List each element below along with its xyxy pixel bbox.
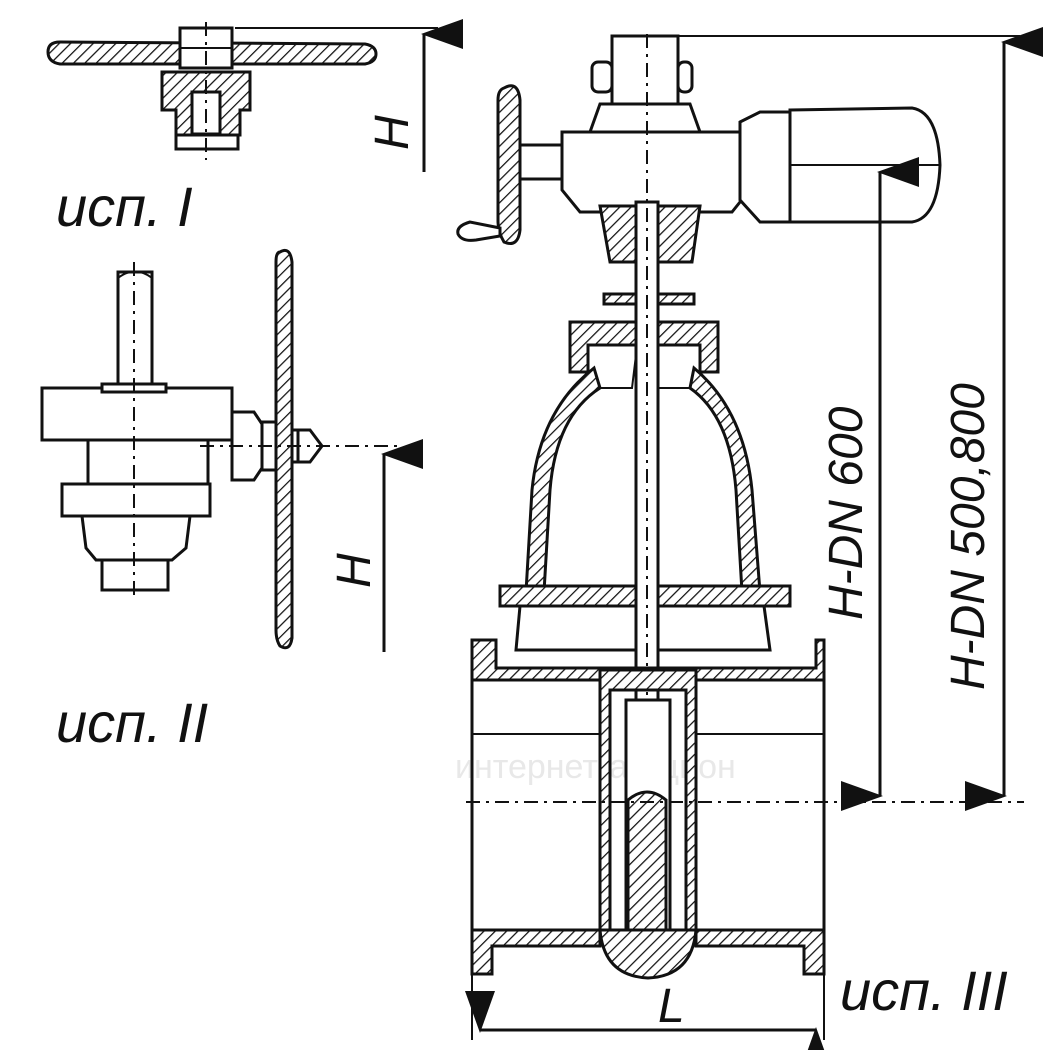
variant-3-label: исп. III [840, 959, 1008, 1022]
dim-h-dn600-label: H-DN 600 [820, 406, 873, 620]
dim-h-2-label: H [328, 553, 381, 588]
variant-1-drawing [46, 19, 463, 172]
variant-2-drawing [40, 248, 423, 652]
dim-h-dn500-800-label: H-DN 500,800 [942, 383, 995, 690]
dim-l-label: L [658, 980, 685, 1033]
dim-h-1-label: H [366, 115, 419, 150]
variant-3-drawing [456, 27, 1043, 1050]
variant-2-label: исп. II [56, 691, 208, 754]
variant-1-label: исп. I [56, 175, 193, 238]
